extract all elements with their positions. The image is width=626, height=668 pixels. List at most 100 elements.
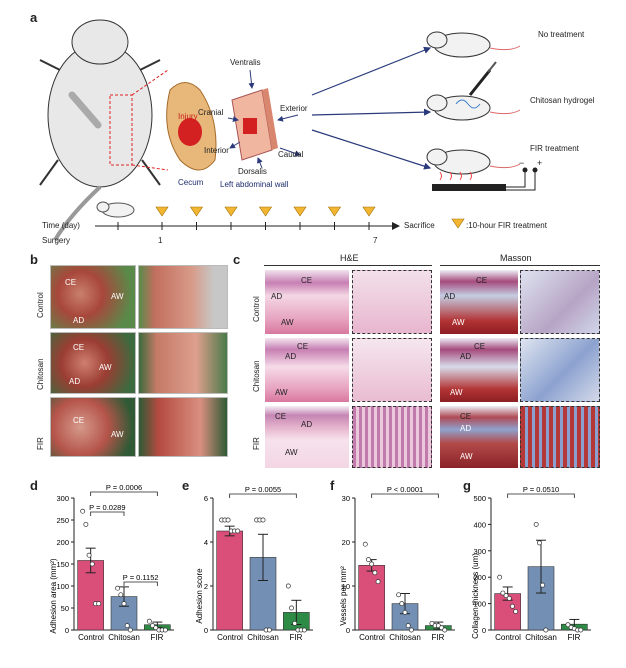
data-point — [124, 623, 130, 629]
label-electrode-minus: − — [519, 158, 525, 168]
data-point — [510, 603, 515, 609]
label-chitosan-hydrogel: Chitosan hydrogel — [530, 96, 595, 105]
b-row-label-fir: FIR — [36, 437, 45, 450]
c-he-fir-low: CE AD AW — [265, 406, 349, 468]
data-point — [369, 561, 375, 567]
c-he-chitosan-high — [352, 338, 432, 402]
data-point — [289, 605, 294, 611]
c-masson-chitosan-high — [520, 338, 600, 402]
p-value-label: P = 0.0055 — [245, 485, 281, 494]
data-point — [543, 627, 549, 633]
abdominal-wall-icon — [231, 88, 278, 161]
panel-label-g: g — [463, 478, 471, 493]
data-point — [118, 592, 124, 598]
y-tick-label: 6 — [204, 494, 208, 503]
y-tick-label: 150 — [56, 560, 69, 569]
c-masson-fir-low: CE AD AW — [440, 406, 518, 468]
mouse-chitosan-icon — [426, 61, 521, 121]
data-point — [146, 618, 152, 624]
c-tag: CE — [460, 412, 472, 421]
chart-collagen: Collagen thickness (um) Control Chitosan… — [471, 485, 591, 642]
c-tag: AD — [285, 352, 297, 361]
data-point — [399, 601, 405, 607]
b-tag: CE — [73, 416, 85, 425]
y-tick-label: 0 — [346, 626, 350, 635]
xtick-label: FIR — [568, 633, 581, 642]
c-tag: AD — [271, 292, 283, 301]
data-point — [121, 601, 127, 607]
data-point — [536, 540, 542, 546]
p-value-label: P = 0.0006 — [106, 483, 142, 492]
y-tick-label: 0 — [204, 626, 208, 635]
xtick-label: Control — [217, 633, 243, 642]
c-tag: AD — [444, 292, 456, 301]
b-tag: AW — [99, 363, 112, 372]
chart-adhesion-score: Adhesion score Control Chitosan FIR 0246… — [195, 485, 313, 642]
c-tag: CE — [474, 342, 486, 351]
timeline-surgery-label: Surgery — [42, 236, 71, 245]
significance-bracket — [90, 491, 158, 496]
y-tick-label: 100 — [56, 582, 69, 591]
p-value-label: P = 0.1152 — [123, 573, 159, 582]
c-masson-control-high — [520, 270, 600, 334]
significance-bracket — [507, 493, 575, 498]
y-tick-label: 10 — [342, 582, 350, 591]
mouse-fir-icon — [426, 148, 538, 191]
data-point — [301, 627, 307, 633]
data-point — [86, 552, 92, 558]
y-tick-label: 20 — [342, 538, 350, 547]
data-point — [266, 627, 272, 633]
c-tag: AD — [460, 424, 472, 433]
data-point — [408, 627, 414, 633]
label-interior: Interior — [204, 146, 229, 155]
data-point — [402, 609, 408, 615]
timeline-marker — [362, 206, 376, 217]
c-tag: CE — [297, 342, 309, 351]
data-point — [513, 609, 519, 614]
y-tick-label: 0 — [65, 626, 69, 635]
y-tick-label: 400 — [473, 520, 486, 529]
timeline — [95, 201, 465, 230]
timeline-marker — [327, 206, 342, 217]
y-tick-label: 100 — [473, 600, 486, 609]
data-point — [115, 585, 121, 591]
ylabel: Vessels per mm² — [339, 566, 348, 626]
c-he-fir-high — [352, 406, 432, 468]
c-row-label-fir: FIR — [252, 437, 261, 450]
data-point — [565, 622, 571, 628]
chart-adhesion-area: Adhesion area (mm²) Control Chitosan FIR… — [49, 483, 174, 642]
ylabel: Adhesion area (mm²) — [49, 558, 58, 633]
data-point — [506, 595, 512, 601]
c-tag: AW — [281, 318, 294, 327]
c-row-label-control: Control — [252, 296, 261, 322]
panel-label-c: c — [233, 252, 241, 267]
data-point — [292, 620, 298, 626]
panel-label-d: d — [30, 478, 38, 493]
y-tick-label: 0 — [482, 626, 486, 635]
data-point — [225, 517, 231, 523]
xtick-label: Control — [495, 633, 521, 642]
data-point — [162, 627, 168, 633]
c-masson-control-low: CE AD AW — [440, 270, 518, 334]
c-tag: AW — [460, 452, 473, 461]
xtick-label: FIR — [290, 633, 303, 642]
syringe-icon — [468, 69, 492, 96]
b-tag: AW — [111, 292, 124, 301]
xtick-label: Chitosan — [525, 633, 557, 642]
c-tag: AW — [275, 388, 288, 397]
b-tag: CE — [65, 278, 77, 287]
panel-label-a: a — [30, 10, 38, 25]
label-exterior: Exterior — [280, 104, 308, 113]
c-masson-chitosan-low: CE AD AW — [440, 338, 518, 402]
c-tag: AD — [301, 420, 313, 429]
data-point — [396, 592, 402, 598]
data-point — [260, 517, 266, 523]
y-tick-label: 250 — [56, 516, 69, 525]
b-photo-control-1: CE AW AD — [50, 265, 136, 329]
label-no-treatment: No treatment — [538, 30, 585, 39]
c-tag: CE — [275, 412, 287, 421]
b-row-label-chitosan: Chitosan — [36, 358, 45, 390]
panel-a-illustration — [39, 19, 538, 242]
b-tag: AD — [69, 377, 81, 386]
data-point — [235, 528, 241, 534]
